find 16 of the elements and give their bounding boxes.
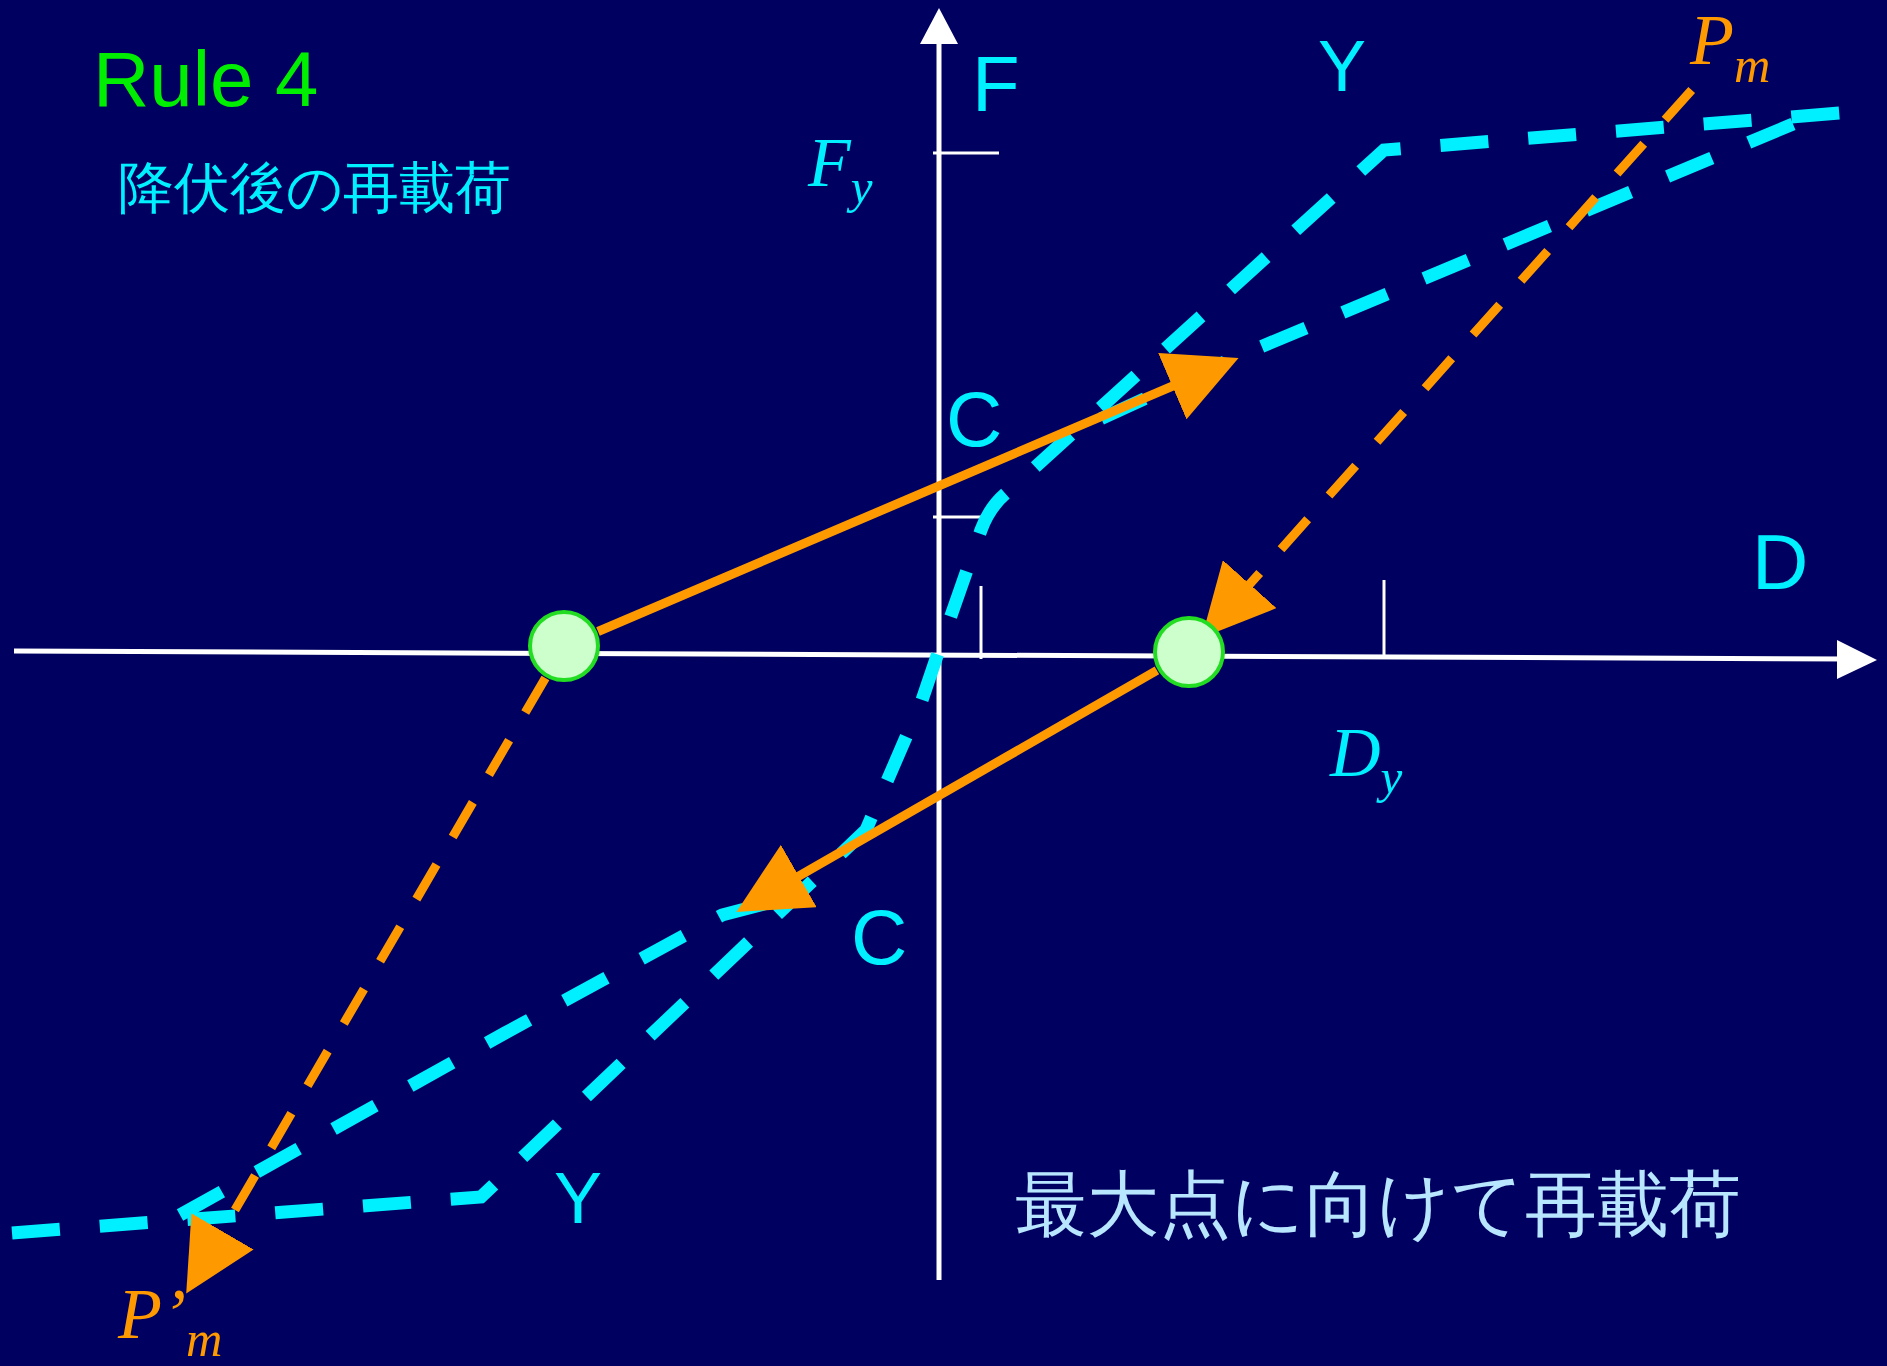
point-label: Y: [554, 1162, 603, 1234]
subtitle: 降伏後の再載荷: [118, 160, 511, 216]
axis-label: F: [972, 45, 1020, 123]
point-label: P$_{m}$: [1690, 4, 1771, 91]
arrow: [596, 353, 1239, 636]
point-label: Y: [1318, 30, 1367, 102]
axis-value-label: F$_{y}$: [808, 128, 873, 212]
dashed-arrow: [186, 675, 550, 1294]
arrow: [736, 666, 1160, 912]
point-label: C: [851, 898, 908, 976]
point-label: P’$_{m}$: [118, 1278, 223, 1365]
axis-value-label: D$_{y}$: [1330, 718, 1403, 802]
rule-title: Rule 4: [93, 40, 319, 118]
point-label: C: [946, 380, 1003, 458]
caption-text: 最大点に向けて再載荷: [1015, 1168, 1741, 1240]
axis-label: D: [1752, 523, 1809, 601]
